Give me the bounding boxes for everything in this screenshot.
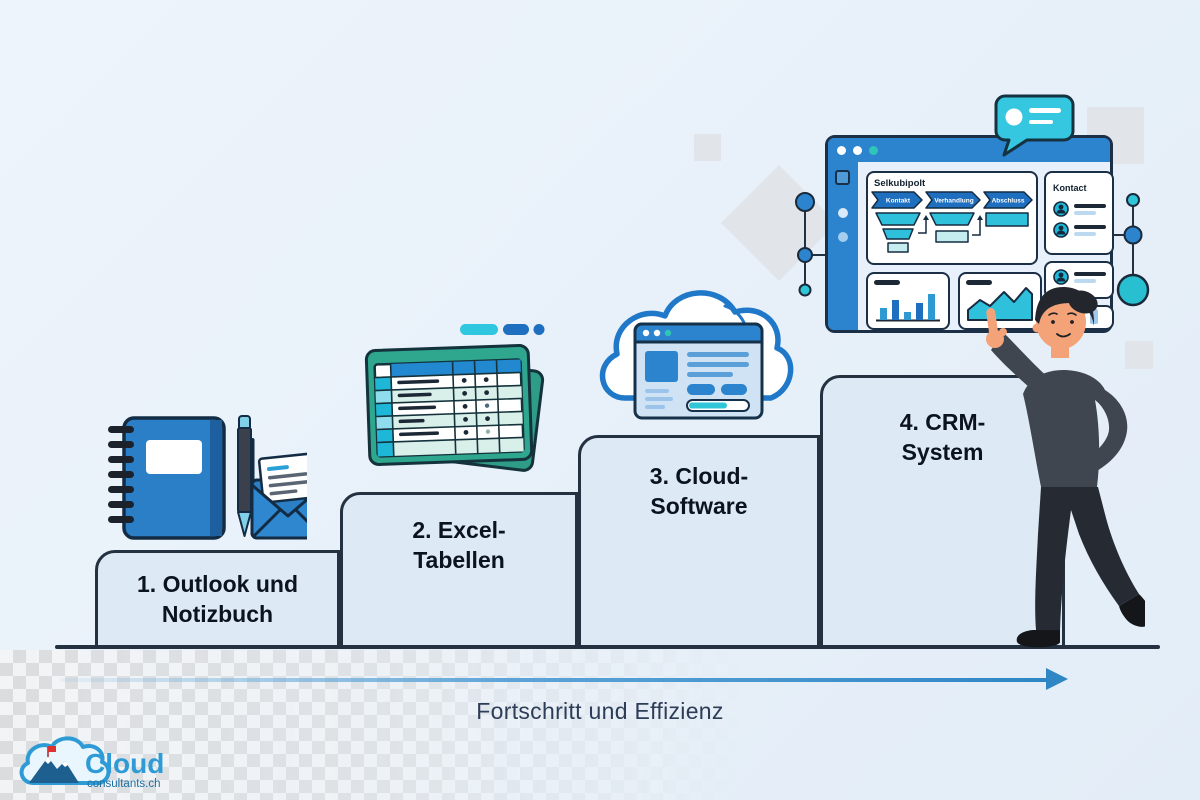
contacts-title: Kontact: [1053, 183, 1087, 193]
step-3-label: 3. Cloud-Software: [649, 463, 749, 519]
speech-bubble-icon: [994, 94, 1075, 157]
person-pants: [1035, 487, 1139, 630]
pipeline-title: Selkubipolt: [874, 178, 926, 189]
person-illustration: [986, 286, 1145, 648]
transparency-checkerboard: [0, 650, 880, 800]
line-chart-panel: [958, 272, 1042, 330]
mini-bar: [1090, 309, 1098, 324]
envelope-icon: [250, 452, 307, 540]
person-sweater: [1023, 370, 1128, 487]
stage-abschluss: Abschluss: [992, 198, 1025, 205]
stage-verhandlung: Verhandlung: [934, 198, 973, 205]
pointing-hand: [986, 308, 1007, 348]
window-dot-icon: [853, 145, 862, 155]
progress-arrow-head: [1046, 668, 1068, 690]
sidebar-dot-icon: [838, 232, 848, 242]
contact-row: [1053, 201, 1106, 217]
sidebar-square-icon: [835, 170, 850, 185]
contact-row: [1053, 269, 1106, 285]
avatar-icon: [1053, 222, 1069, 238]
window-sidebar: [828, 162, 858, 330]
step-1-label: 1. Outlook und Notizbuch: [137, 571, 298, 627]
deco-square-small: [694, 134, 721, 161]
stage-kontakt: Kontakt: [886, 198, 911, 205]
contact-row: [1053, 222, 1106, 238]
logo-brand-text: Cloud: [85, 748, 164, 779]
cloud-software-icon: [599, 290, 794, 420]
window-dot-icon: [837, 145, 846, 155]
step-2-box: [340, 492, 578, 648]
progress-arrow-line: [60, 678, 1048, 682]
notebook-pen-envelope-icon: [108, 415, 307, 540]
shoe-icon: [1119, 594, 1145, 627]
step-4-label: 4. CRM-System: [899, 409, 986, 465]
area-chart-icon: [966, 280, 1033, 321]
cloud-consultants-logo: Cloud consultants.ch: [19, 736, 164, 790]
avatar-icon: [1053, 269, 1069, 285]
window-titlebar: [828, 138, 1110, 162]
progress-axis-label: Fortschritt und Effizienz: [476, 698, 724, 724]
step-4-box: [820, 375, 1065, 648]
bar-chart-icon: [874, 280, 940, 322]
logo-domain-text: consultants.ch: [87, 778, 161, 790]
browser-window-icon: [633, 322, 764, 420]
window-dot-icon: [869, 145, 878, 155]
sidebar-dot-icon: [838, 208, 848, 218]
contacts-panel: Kontact: [1044, 171, 1114, 255]
step-2-label: 2. Excel-Tabellen: [412, 517, 506, 573]
pen-icon: [237, 415, 255, 537]
excel-table-icon: [364, 324, 545, 472]
ground-line: [55, 645, 1160, 649]
bar-chart-panel: [866, 272, 950, 330]
avatar-icon: [1053, 201, 1069, 217]
deco-square-right: [1125, 341, 1153, 369]
shoe-icon: [1016, 630, 1060, 648]
logo-flag-icon: [48, 746, 56, 752]
sales-pipeline-panel: Selkubipolt Kontakt Verhandlung Abschlus…: [866, 171, 1038, 265]
